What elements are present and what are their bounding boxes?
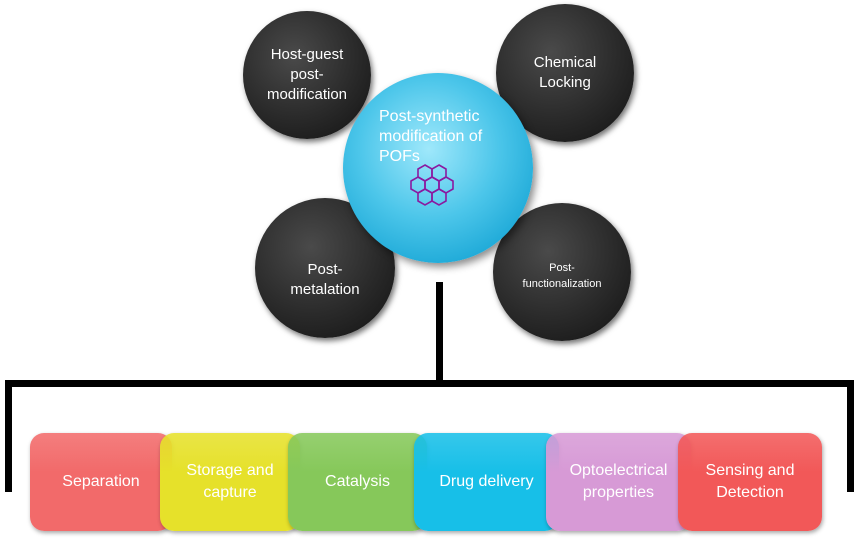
application-label: Storage and — [186, 462, 274, 479]
node-label-line: Host-guest — [270, 46, 344, 63]
central-label-line: POFs — [379, 148, 420, 165]
application-label: Separation — [62, 473, 140, 490]
application-storage-and-capture: Storage and capture — [160, 433, 300, 531]
node-host-guest-post-modification: Host-guest post- modification — [243, 11, 371, 139]
central-node-pofs: Post-synthetic modification of POFs — [343, 73, 533, 263]
application-label: properties — [582, 484, 655, 501]
application-label: Catalysis — [325, 473, 390, 490]
application-label: Optoelectrical — [569, 462, 668, 479]
central-label-line: Post-synthetic — [379, 108, 480, 125]
application-label: Detection — [716, 484, 784, 501]
node-label-line: functionalization — [522, 278, 602, 290]
application-catalysis: Catalysis — [288, 433, 427, 531]
connector-right-leg — [847, 380, 854, 492]
node-label-line: modification — [266, 86, 348, 103]
application-label: Drug delivery — [439, 473, 534, 490]
central-label-line: modification of — [379, 128, 483, 145]
node-label-line: Chemical — [533, 54, 597, 71]
application-drug-delivery: Drug delivery — [414, 433, 559, 531]
node-label-line: metalation — [290, 281, 360, 298]
node-post-functionalization: Post- functionalization — [493, 203, 631, 341]
connector-crossbar — [5, 380, 854, 387]
application-label: Sensing and — [705, 462, 795, 479]
application-optoelectrical-properties: Optoelectrical properties — [546, 433, 691, 531]
connector-left-leg — [5, 380, 12, 492]
node-label-line: Post- — [307, 261, 343, 278]
node-label-line: Post- — [549, 262, 575, 274]
application-label: capture — [203, 484, 257, 501]
application-separation: Separation — [30, 433, 172, 531]
connector-stem — [436, 282, 443, 384]
node-label-line: Locking — [539, 74, 591, 91]
application-sensing-and-detection: Sensing and Detection — [678, 433, 822, 531]
hexagon-lattice-icon — [410, 164, 454, 206]
node-label-line: post- — [290, 66, 324, 83]
